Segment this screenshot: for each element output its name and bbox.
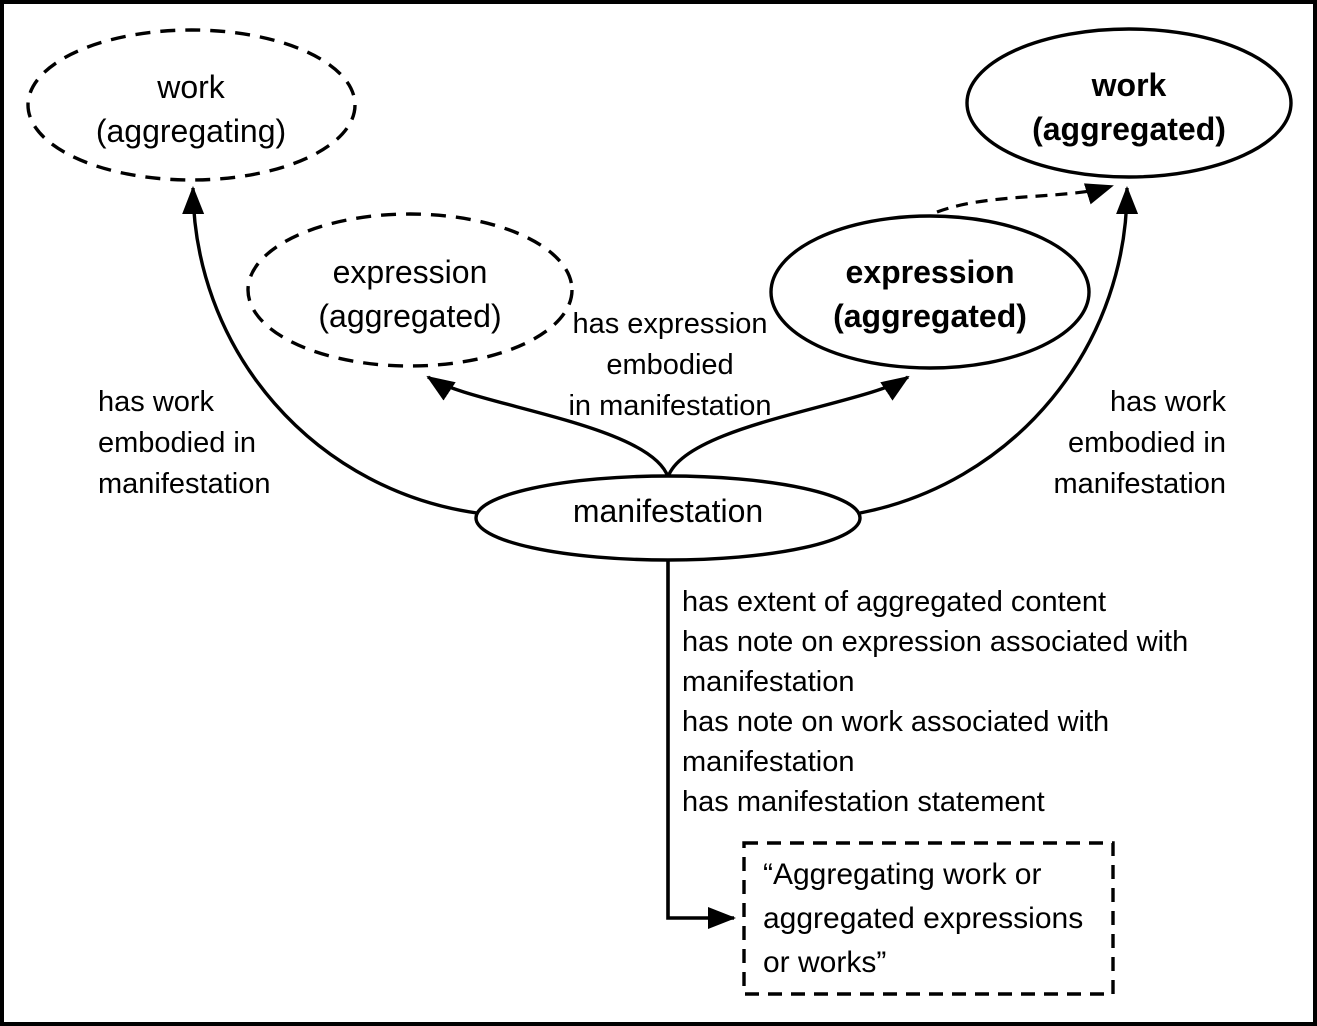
manifestation-label-line1: manifestation	[572, 493, 764, 529]
edge-label-center-line1: has expression	[572, 308, 768, 340]
expression-aggregated-solid-ellipse	[769, 214, 1091, 370]
edge-label-right-line1: has work	[1109, 386, 1226, 418]
expression-aggregated-dashed-label: expression (aggregated)	[245, 250, 575, 338]
manifestation-properties: has extent of aggregated content has not…	[682, 582, 1202, 822]
edge-label-center: has expression embodied in manifestation	[545, 304, 795, 427]
work-aggregated-label-line1: work	[1091, 67, 1167, 103]
arrow-manifestation-to-expression-aggregated-dashed	[426, 375, 670, 478]
work-aggregating-label: work (aggregating)	[26, 65, 356, 153]
expression-aggregated-solid-label-line1: expression	[845, 254, 1015, 290]
work-aggregated-label: work (aggregated)	[964, 63, 1294, 151]
work-aggregating-ellipse	[26, 28, 357, 182]
property-item: has extent of aggregated content	[682, 586, 1107, 618]
arrow-manifestation-to-work-aggregated	[859, 186, 1139, 515]
arrow-expression-to-work-aggregated-dashed	[936, 183, 1114, 214]
expression-aggregated-solid-label-line2: (aggregated)	[833, 298, 1027, 334]
note-box-rect	[742, 841, 1115, 996]
expression-aggregated-dashed-label-line1: expression	[332, 254, 488, 290]
arrow-manifestation-to-expression-aggregated-solid	[666, 375, 910, 478]
edge-label-center-line3: in manifestation	[568, 390, 772, 422]
edge-label-left-line1: has work	[98, 386, 215, 418]
edge-label-left-line3: manifestation	[98, 468, 271, 500]
arrow-manifestation-to-work-aggregating	[182, 186, 478, 515]
work-aggregated-label-line2: (aggregated)	[1032, 111, 1226, 147]
note-box-text: “Aggregating work or aggregated expressi…	[763, 858, 1084, 979]
edge-label-center-line2: embodied	[606, 349, 734, 381]
arrow-manifestation-to-note-box	[666, 561, 736, 929]
edge-label-right-line2: embodied in	[1068, 427, 1226, 459]
edge-label-left-line2: embodied in	[98, 427, 256, 459]
manifestation-label: manifestation	[503, 489, 833, 533]
work-aggregating-label-line1: work	[157, 69, 225, 105]
property-item: has note on work associated with manifes…	[682, 706, 1110, 778]
work-aggregated-ellipse	[965, 27, 1293, 179]
edge-label-left: has work embodied in manifestation	[98, 382, 318, 505]
edge-label-right: has work embodied in manifestation	[1026, 382, 1227, 505]
expression-aggregated-dashed-label-line2: (aggregated)	[318, 298, 502, 334]
edge-label-right-line3: manifestation	[1053, 468, 1227, 500]
property-item: has note on expression associated with m…	[682, 626, 1189, 698]
expression-aggregated-dashed-ellipse	[246, 212, 574, 368]
expression-aggregated-solid-label: expression (aggregated)	[765, 250, 1095, 338]
property-item: has manifestation statement	[682, 786, 1045, 818]
work-aggregating-label-line2: (aggregating)	[95, 113, 287, 149]
